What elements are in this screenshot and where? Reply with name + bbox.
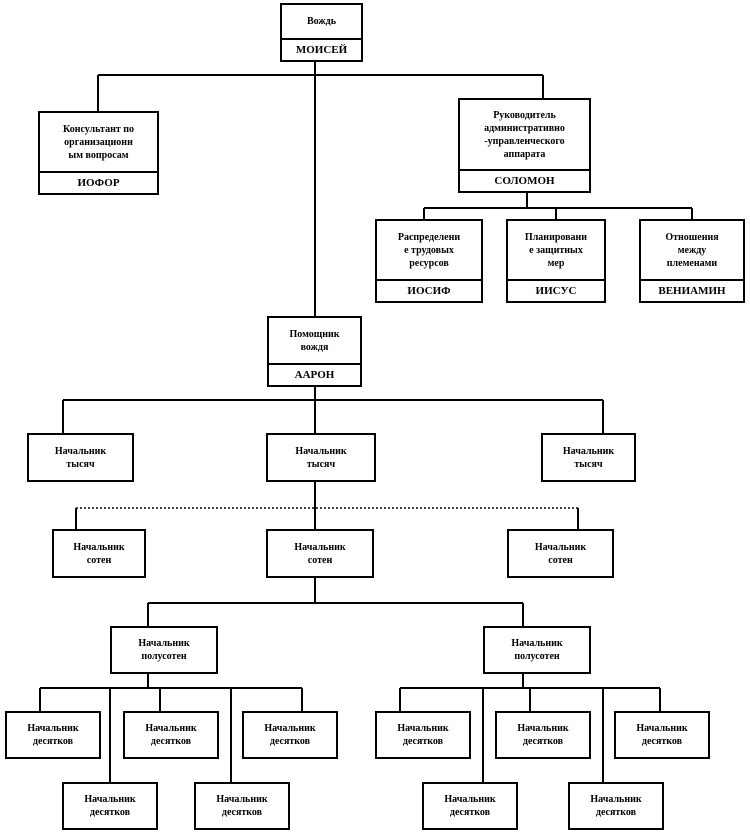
assistant-name: ААРОН (269, 363, 360, 385)
relations-dept-name: ВЕНИАМИН (641, 279, 743, 301)
tens-chief-title: Начальник десятков (27, 723, 79, 747)
leader-name: МОИСЕЙ (282, 38, 361, 60)
admin-head-box[interactable]: Руководитель административно -управленче… (458, 98, 591, 193)
tens-chief-title: Начальник десятков (444, 794, 496, 818)
tens-chief-box[interactable]: Начальник десятков (568, 782, 664, 830)
tens-chief-title: Начальник десятков (397, 723, 449, 747)
tens-chief-title: Начальник десятков (145, 723, 197, 747)
planning-dept-box[interactable]: Планировани е защитных мер ИИСУС (506, 219, 606, 303)
tens-chief-title: Начальник десятков (84, 794, 136, 818)
fifties-chief-title: Начальник полусотен (511, 638, 563, 662)
labor-dept-title: Распределени е трудовых ресурсов (397, 231, 461, 269)
relations-dept-title: Отношения между племенами (665, 231, 719, 269)
tens-chief-box[interactable]: Начальник десятков (5, 711, 101, 759)
hundreds-chief-box[interactable]: Начальник сотен (507, 529, 614, 578)
relations-dept-box[interactable]: Отношения между племенами ВЕНИАМИН (639, 219, 745, 303)
fifties-chief-box[interactable]: Начальник полусотен (483, 626, 591, 674)
thousands-chief-title: Начальник тысяч (54, 445, 107, 470)
fifties-chief-box[interactable]: Начальник полусотен (110, 626, 218, 674)
admin-head-name: СОЛОМОН (460, 169, 589, 191)
planning-dept-title: Планировани е защитных мер (524, 231, 588, 269)
tens-chief-box[interactable]: Начальник десятков (375, 711, 471, 759)
tens-chief-box[interactable]: Начальник десятков (123, 711, 219, 759)
tens-chief-box[interactable]: Начальник десятков (422, 782, 518, 830)
leader-box[interactable]: Вождь МОИСЕЙ (280, 3, 363, 62)
tens-chief-title: Начальник десятков (517, 723, 569, 747)
tens-chief-box[interactable]: Начальник десятков (62, 782, 158, 830)
thousands-chief-title: Начальник тысяч (295, 445, 347, 470)
thousands-chief-title: Начальник тысяч (562, 445, 615, 470)
hundreds-chief-title: Начальник сотен (534, 541, 587, 566)
hundreds-chief-title: Начальник сотен (73, 541, 125, 566)
assistant-title: Помощник вождя (289, 328, 340, 353)
consultant-box[interactable]: Консультант по организационн ым вопросам… (38, 111, 159, 195)
consultant-title: Консультант по организационн ым вопросам (62, 123, 135, 161)
thousands-chief-box[interactable]: Начальник тысяч (541, 433, 636, 482)
hundreds-chief-box[interactable]: Начальник сотен (266, 529, 374, 578)
tens-chief-title: Начальник десятков (264, 723, 316, 747)
admin-head-title: Руководитель административно -управленче… (484, 109, 565, 160)
tens-chief-box[interactable]: Начальник десятков (194, 782, 290, 830)
tens-chief-box[interactable]: Начальник десятков (495, 711, 591, 759)
consultant-name: ИОФОР (40, 171, 157, 193)
thousands-chief-box[interactable]: Начальник тысяч (266, 433, 376, 482)
labor-dept-box[interactable]: Распределени е трудовых ресурсов ИОСИФ (375, 219, 483, 303)
tens-chief-box[interactable]: Начальник десятков (242, 711, 338, 759)
planning-dept-name: ИИСУС (508, 279, 604, 301)
tens-chief-box[interactable]: Начальник десятков (614, 711, 710, 759)
tens-chief-title: Начальник десятков (636, 723, 688, 747)
thousands-chief-box[interactable]: Начальник тысяч (27, 433, 134, 482)
assistant-box[interactable]: Помощник вождя ААРОН (267, 316, 362, 387)
fifties-chief-title: Начальник полусотен (138, 638, 190, 662)
hundreds-chief-box[interactable]: Начальник сотен (52, 529, 146, 578)
tens-chief-title: Начальник десятков (216, 794, 268, 818)
labor-dept-name: ИОСИФ (377, 279, 481, 301)
hundreds-chief-title: Начальник сотен (294, 541, 346, 566)
tens-chief-title: Начальник десятков (590, 794, 642, 818)
leader-title: Вождь (306, 16, 337, 27)
